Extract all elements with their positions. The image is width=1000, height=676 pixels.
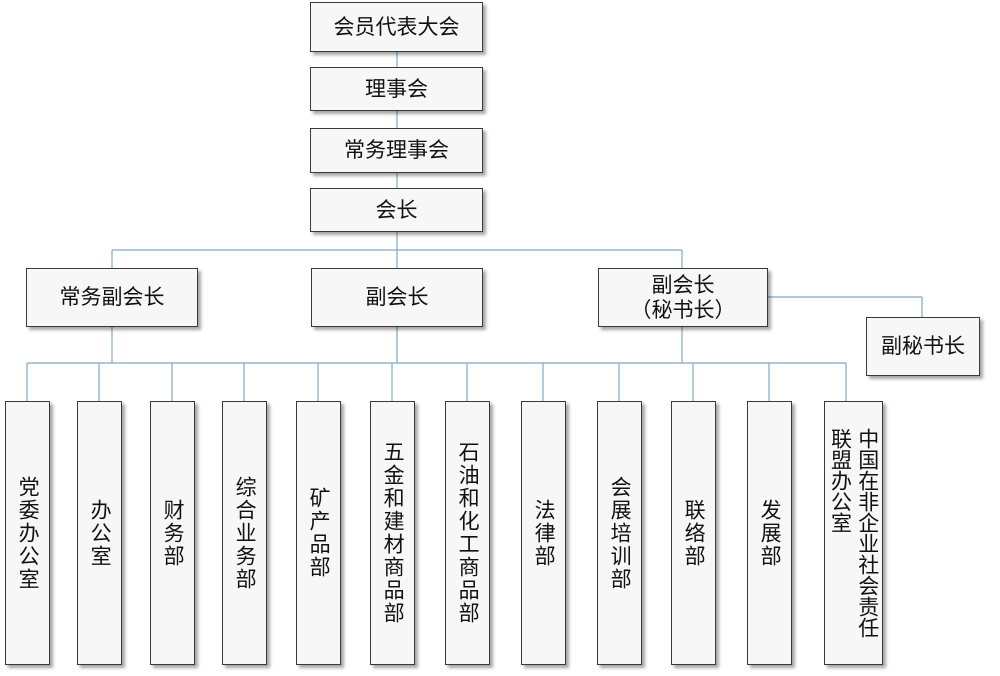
department-label: 石油和化工商品部	[456, 441, 481, 625]
csr-office-box: 中国在非企业社会责任 联盟办公室	[824, 401, 883, 665]
department-label: 会展培训部	[608, 475, 633, 591]
department-box: 法律部	[521, 401, 566, 665]
department-box: 发展部	[747, 401, 792, 665]
executive-vice-president-box: 常务副会长	[26, 268, 198, 327]
executive-vice-president-label: 常务副会长	[59, 285, 165, 310]
department-box: 五金和建材商品部	[370, 401, 415, 665]
standing-council-label: 常务理事会	[344, 138, 449, 163]
department-box: 会展培训部	[597, 401, 642, 665]
vice-president-secretary-line2: （秘书长）	[630, 297, 736, 322]
vice-president-secretary-box: 副会长 （秘书长）	[598, 268, 768, 327]
assembly-label: 会员代表大会	[333, 14, 460, 39]
department-box: 联络部	[671, 401, 716, 665]
department-box: 矿产品部	[296, 401, 341, 665]
department-label: 五金和建材商品部	[381, 441, 406, 625]
department-label: 发展部	[758, 498, 783, 568]
deputy-secretary-general-label: 副秘书长	[881, 334, 965, 359]
department-box: 办公室	[77, 401, 122, 665]
deputy-secretary-general-box: 副秘书长	[866, 317, 980, 376]
department-label: 财务部	[161, 498, 186, 568]
standing-council-box: 常务理事会	[310, 128, 483, 173]
csr-office-text: 中国在非企业社会责任 联盟办公室	[827, 428, 880, 638]
department-label: 办公室	[88, 498, 113, 568]
department-box: 党委办公室	[5, 401, 50, 665]
department-label: 联络部	[682, 498, 707, 568]
vice-president-label: 副会长	[365, 285, 429, 310]
council-label: 理事会	[365, 76, 428, 101]
csr-office-line2: 联盟办公室	[828, 428, 853, 533]
department-label: 法律部	[532, 498, 557, 568]
president-box: 会长	[310, 188, 483, 232]
department-box: 综合业务部	[222, 401, 267, 665]
assembly-box: 会员代表大会	[310, 2, 483, 52]
department-label: 矿产品部	[307, 487, 332, 579]
department-box: 石油和化工商品部	[445, 401, 490, 665]
vice-president-secretary-line1: 副会长	[651, 273, 715, 298]
csr-office-line1: 中国在非企业社会责任	[855, 428, 880, 638]
department-label: 党委办公室	[16, 475, 41, 591]
president-label: 会长	[375, 197, 418, 222]
department-box: 财务部	[150, 401, 195, 665]
vice-president-box: 副会长	[311, 268, 483, 327]
council-box: 理事会	[310, 67, 483, 111]
department-label: 综合业务部	[233, 475, 258, 591]
